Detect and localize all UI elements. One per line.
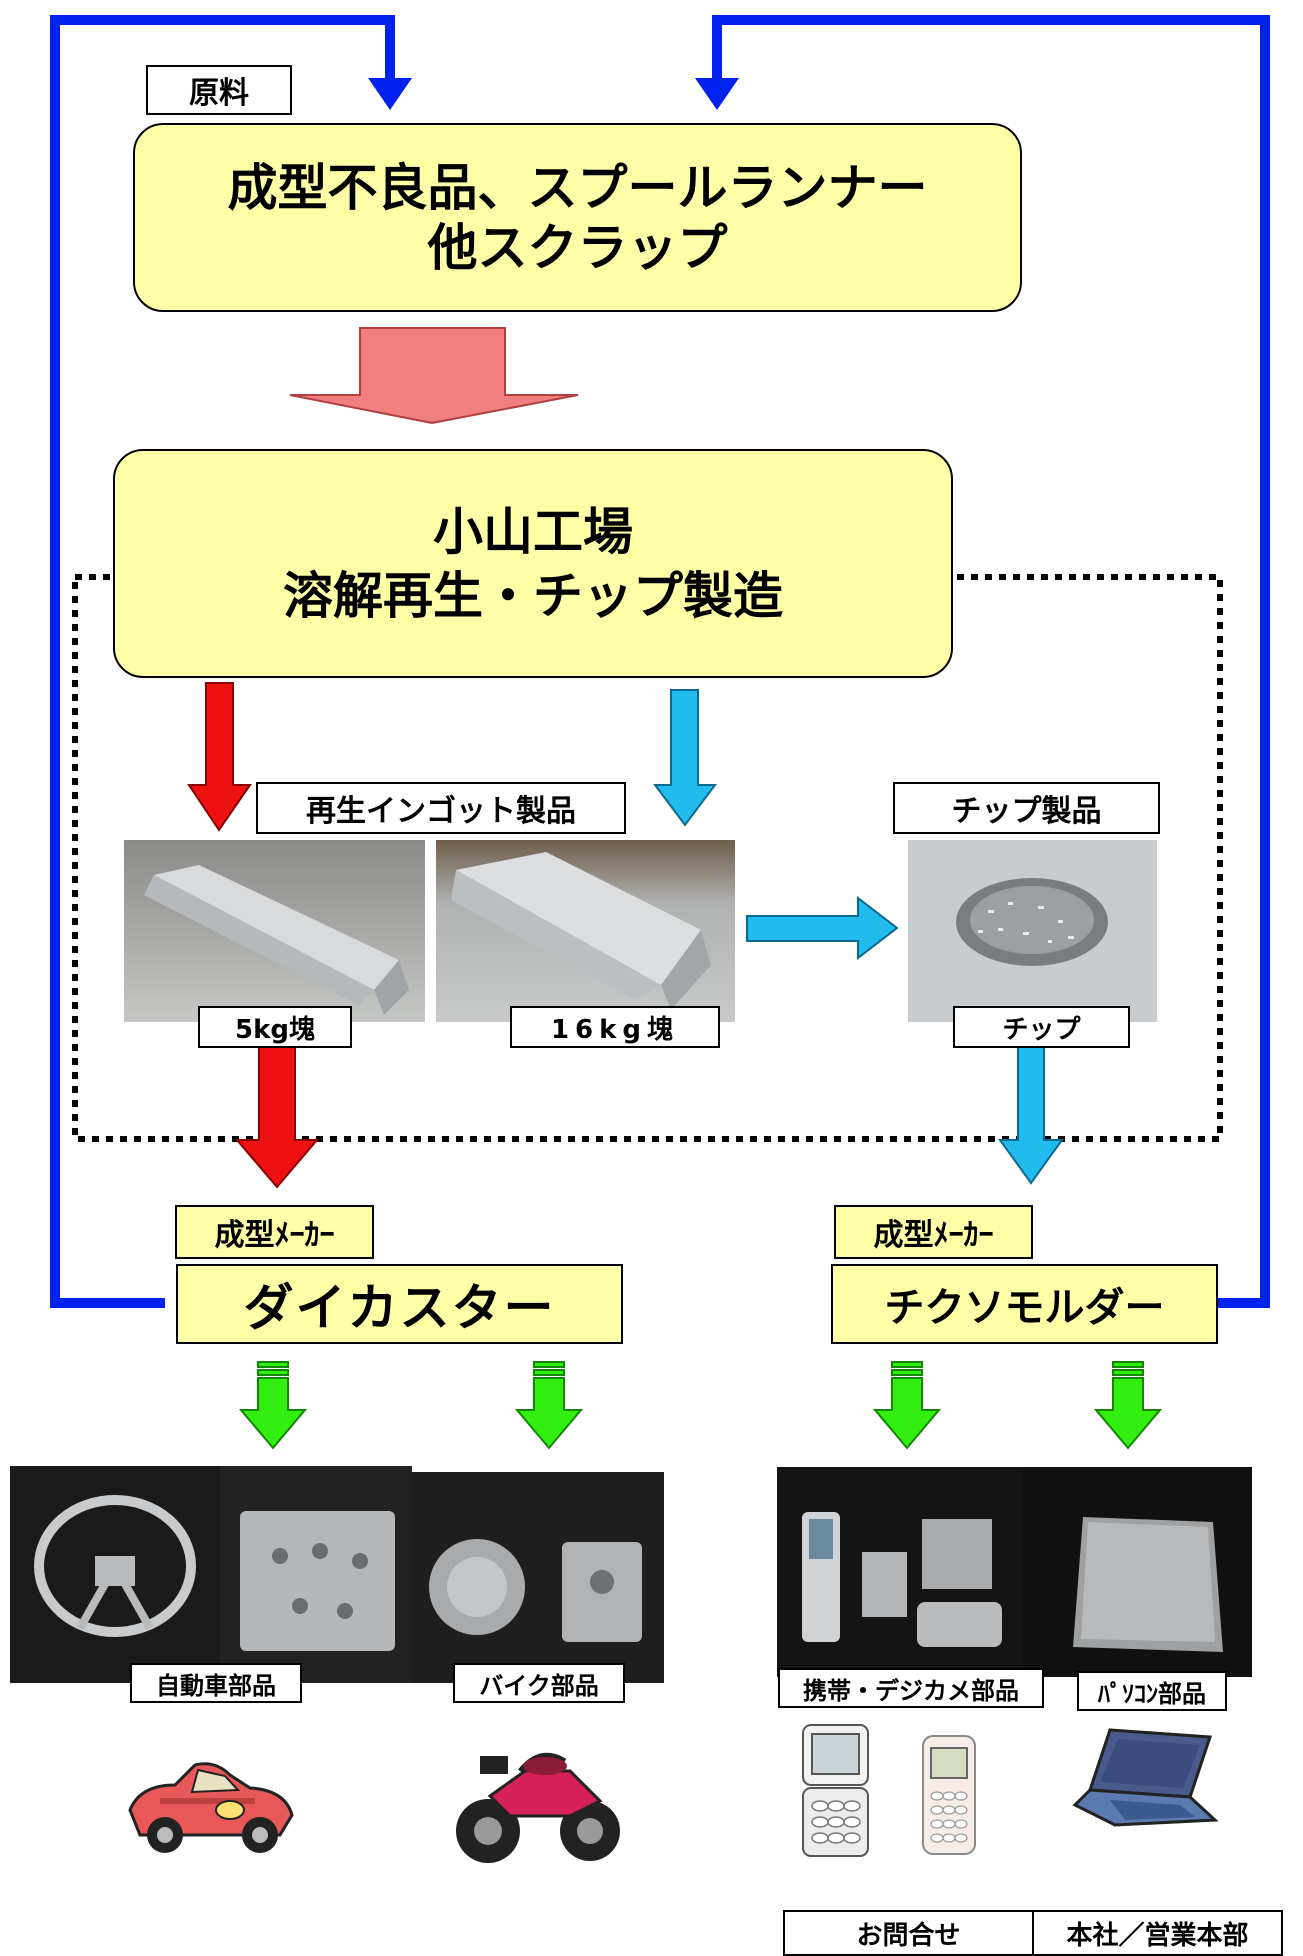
- phone-parts-caption-text: 携帯・デジカメ部品: [803, 1676, 1019, 1705]
- pc-parts-caption: ﾊﾟｿｺﾝ部品: [1077, 1671, 1227, 1711]
- ingot-16kg-caption: 16kg塊: [510, 1006, 720, 1048]
- raw-material-line2: 他スクラップ: [427, 218, 728, 277]
- chip-caption-text: チップ: [1002, 1014, 1081, 1045]
- chip-products-label-text: チップ製品: [951, 794, 1102, 829]
- flip-phone-clipart: [802, 1724, 869, 1857]
- contact-row: お問合せ 本社／営業本部: [783, 1910, 1283, 1956]
- ingot-16kg-photo: [436, 840, 735, 1022]
- factory-name: 小山工場: [433, 502, 633, 561]
- contact-label: お問合せ: [783, 1910, 1034, 1956]
- thixomolder-box: チクソモルダー: [831, 1264, 1218, 1344]
- red-arrow-to-diecaster: [234, 1042, 320, 1189]
- raw-material-box: 成型不良品、スプールランナー 他スクラップ: [133, 123, 1022, 312]
- green-arrow-bike: [514, 1361, 584, 1450]
- green-arrow-pc: [1093, 1361, 1163, 1450]
- chip-products-label: チップ製品: [893, 782, 1160, 834]
- steering-wheel-photo: [10, 1466, 220, 1683]
- pink-down-arrow: [289, 327, 579, 425]
- mobile-phone-clipart: [922, 1735, 976, 1855]
- maker-tag-left: 成型ﾒｰｶｰ: [175, 1205, 374, 1259]
- diecaster-name: ダイカスター: [243, 1279, 556, 1337]
- ingot-products-label: 再生インゴット製品: [256, 782, 626, 834]
- auto-parts-caption: 自動車部品: [130, 1663, 302, 1703]
- raw-material-label: 原料: [146, 65, 292, 115]
- contact-value: 本社／営業本部: [1032, 1910, 1283, 1956]
- recycle-loop-right: [712, 15, 1270, 1308]
- bike-parts-caption-text: バイク部品: [479, 1671, 599, 1700]
- cyan-arrow-to-chip: [746, 895, 899, 961]
- maker-tag-right: 成型ﾒｰｶｰ: [834, 1205, 1033, 1259]
- recycle-loop-left: [50, 15, 395, 1308]
- cyan-arrow-to-ingot: [653, 689, 717, 827]
- factory-box: 小山工場 溶解再生・チップ製造: [113, 449, 953, 678]
- diecaster-box: ダイカスター: [176, 1264, 623, 1344]
- ingot-5kg-photo: [124, 840, 425, 1022]
- recycle-arrowhead-right: [695, 78, 739, 110]
- maker-tag-right-text: 成型ﾒｰｶｰ: [873, 1218, 994, 1253]
- ingot-5kg-caption: 5kg塊: [198, 1006, 352, 1048]
- green-arrows: [238, 1361, 1163, 1450]
- contact-table: お問合せ 本社／営業本部: [783, 1910, 1283, 1956]
- green-arrow-phone: [872, 1361, 942, 1450]
- bike-parts-caption: バイク部品: [453, 1663, 625, 1703]
- phone-parts-photo: [777, 1467, 1023, 1677]
- car-clipart: [128, 1762, 294, 1853]
- recycle-arrowhead-left: [368, 78, 412, 110]
- laptop-clipart: [1072, 1728, 1219, 1827]
- ingot-16kg-caption-text: 16kg塊: [550, 1014, 680, 1045]
- factory-process: 溶解再生・チップ製造: [283, 566, 783, 625]
- cyan-arrow-to-thixomolder: [998, 1042, 1064, 1185]
- motorcycle-clipart: [456, 1752, 620, 1863]
- pc-parts-photo: [1023, 1467, 1252, 1677]
- red-arrow-to-ingot: [187, 682, 252, 832]
- engine-cover-photo: [220, 1466, 412, 1683]
- ingot-products-label-text: 再生インゴット製品: [306, 794, 576, 829]
- chip-caption: チップ: [953, 1006, 1130, 1048]
- bike-parts-photo: [412, 1472, 664, 1683]
- thixomolder-name: チクソモルダー: [884, 1285, 1165, 1331]
- phone-parts-caption: 携帯・デジカメ部品: [778, 1668, 1044, 1708]
- auto-parts-caption-text: 自動車部品: [156, 1671, 276, 1700]
- chips-photo: [908, 840, 1157, 1022]
- green-arrow-auto: [238, 1361, 308, 1450]
- raw-material-line1: 成型不良品、スプールランナー: [227, 158, 928, 217]
- pc-parts-caption-text: ﾊﾟｿｺﾝ部品: [1098, 1679, 1206, 1708]
- maker-tag-left-text: 成型ﾒｰｶｰ: [214, 1218, 335, 1253]
- raw-material-label-text: 原料: [189, 76, 249, 111]
- ingot-5kg-caption-text: 5kg塊: [235, 1014, 315, 1045]
